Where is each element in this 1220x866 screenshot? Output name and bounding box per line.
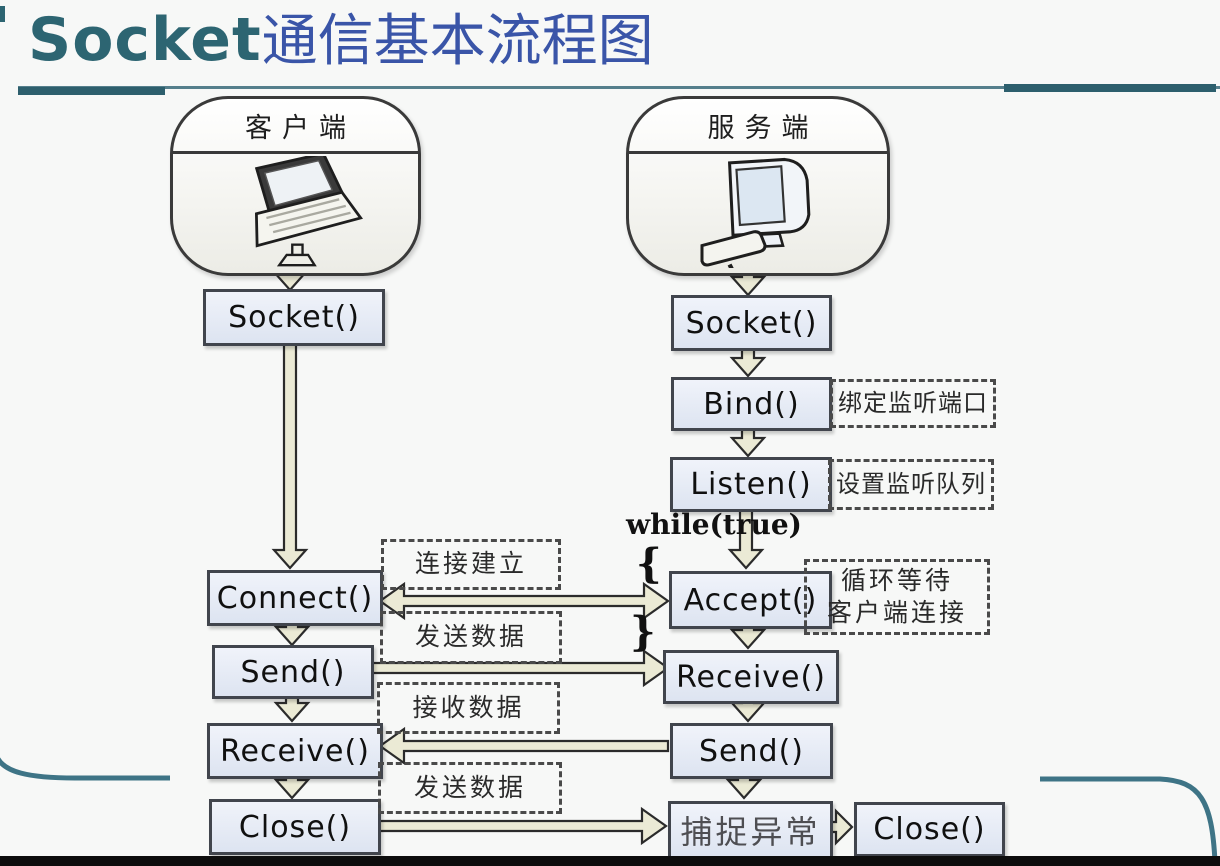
server-step-catch-exception: 捕捉异常	[668, 801, 833, 859]
while-true-label: while(true)	[626, 508, 802, 541]
note-listen-queue-label: 设置监听队列	[836, 469, 986, 498]
laptop-icon	[254, 156, 363, 267]
client-node-body	[173, 154, 418, 270]
server-step-socket: Socket()	[671, 295, 832, 351]
bottom-left-swoosh	[0, 757, 170, 781]
server-node-title: 服务端	[629, 99, 887, 154]
bottom-bar	[0, 856, 1220, 866]
client-node-title: 客户端	[173, 99, 418, 154]
note-bind-port-label: 绑定监听端口	[838, 388, 988, 417]
arrow-client-socket-to-connect	[271, 338, 309, 570]
server-node: 服务端	[626, 96, 890, 276]
title-rest: 通信基本流程图	[261, 9, 654, 74]
client-step-socket: Socket()	[203, 289, 385, 346]
top-rule-thick-right	[1004, 84, 1216, 92]
desktop-computer-icon	[700, 157, 811, 268]
title-brand: Socket	[28, 5, 262, 75]
corner-accent	[0, 6, 5, 22]
note-receive-data-label: 接收数据	[412, 692, 525, 722]
server-step-close: Close()	[854, 802, 1005, 857]
note-accept-loop-line2: 客户端连接	[826, 598, 967, 627]
server-step-receive: Receive()	[663, 650, 839, 704]
client-node: 客户端	[170, 96, 421, 276]
note-bind-port: 绑定监听端口	[830, 379, 996, 428]
top-rule-thin	[18, 86, 1220, 89]
arrow-server-send-to-client-receive	[378, 726, 670, 766]
server-step-send: Send()	[670, 723, 833, 779]
loop-brace-open: {	[636, 540, 662, 587]
loop-brace-close: }	[630, 608, 656, 655]
note-connection-established: 连接建立	[381, 539, 561, 590]
server-node-body	[629, 154, 887, 270]
client-step-close: Close()	[209, 799, 381, 855]
note-receive-data: 接收数据	[377, 682, 560, 734]
bottom-right-swoosh	[1040, 776, 1218, 863]
client-step-connect: Connect()	[207, 570, 383, 626]
note-accept-loop-line1: 循环等待	[840, 565, 953, 595]
server-step-listen: Listen()	[670, 457, 832, 512]
server-step-bind: Bind()	[671, 377, 832, 431]
client-step-receive: Receive()	[207, 723, 383, 779]
note-connection-established-label: 连接建立	[414, 549, 527, 579]
note-send-data-2-label: 发送数据	[413, 772, 526, 802]
note-send-data-1-label: 发送数据	[414, 622, 527, 652]
arrow-client-close-to-catch	[375, 806, 668, 846]
page-title: Socket通信基本流程图	[28, 0, 654, 77]
client-step-send: Send()	[212, 645, 374, 699]
note-send-data-1: 发送数据	[380, 611, 562, 664]
note-listen-queue: 设置监听队列	[828, 459, 994, 510]
top-rule-thick-left	[18, 87, 165, 95]
note-send-data-2: 发送数据	[378, 762, 562, 814]
note-accept-loop: 循环等待 客户端连接	[804, 559, 990, 635]
